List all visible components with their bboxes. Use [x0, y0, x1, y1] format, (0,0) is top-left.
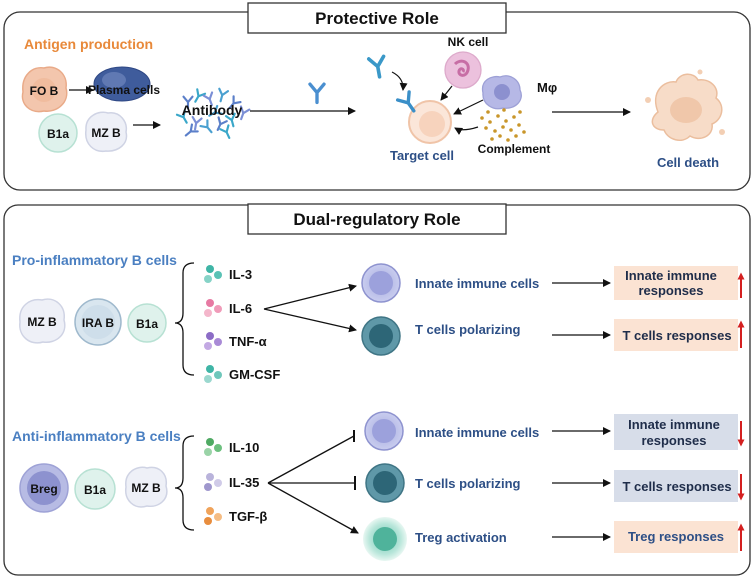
- anti-innate-cell: [364, 411, 404, 451]
- pro-inflammatory-heading: Pro-inflammatory B cells: [12, 252, 177, 268]
- pro-to-innate-arrow: [263, 283, 357, 310]
- pro-target-1: T cells polarizing: [415, 322, 521, 337]
- pro-cytokine-2: TNF-α: [229, 334, 267, 349]
- mz-b-label-top: MZ B: [91, 126, 121, 140]
- pro-mz-b-cell: MZ B: [19, 298, 66, 344]
- anti-response-2-line-0: Treg responses: [628, 529, 724, 544]
- anti-cytokine-0: IL-10: [229, 440, 259, 455]
- pro-innate-cell: [361, 263, 401, 303]
- dying-cell: [645, 69, 725, 141]
- macrophage-cell: Mφ: [481, 75, 557, 110]
- fo-b-cell: FO B: [21, 66, 68, 113]
- target-cell: [408, 100, 452, 144]
- anti-response-treg-box: Treg responses: [614, 521, 738, 553]
- pro-cytokine-1: IL-6: [229, 301, 252, 316]
- pro-cell-label-2: B1a: [136, 317, 158, 331]
- antibody-icon: [308, 82, 326, 105]
- nk-cell-label: NK cell: [448, 35, 489, 49]
- target-cell-label: Target cell: [390, 148, 454, 163]
- plasma-cells-label: Plasma cells: [88, 83, 160, 97]
- anti-cell-label-1: B1a: [84, 483, 106, 497]
- anti-cytokine-1: IL-35: [229, 475, 259, 490]
- protective-title: Protective Role: [315, 9, 439, 28]
- bound-antibody-icon: [395, 90, 416, 113]
- pro-cell-label-1: IRA B: [82, 316, 115, 330]
- anti-treg-cell: [363, 517, 407, 561]
- antigen-production-label: Antigen production: [24, 36, 153, 52]
- anti-target-0: Innate immune cells: [415, 425, 539, 440]
- pro-target-0: Innate immune cells: [415, 276, 539, 291]
- dual-title: Dual-regulatory Role: [293, 210, 460, 229]
- pro-to-tcell-arrow: [263, 308, 357, 333]
- pro-cytokine-3: GM-CSF: [229, 367, 280, 382]
- pro-response-tcell-box: T cells responses: [614, 319, 738, 351]
- nk-arrow: [440, 85, 453, 101]
- complement-label: Complement: [478, 142, 551, 156]
- anti-response-0-line-0: Innate immune: [628, 417, 720, 432]
- antibody-cluster-icon: [175, 87, 251, 139]
- macrophage-label: Mφ: [537, 80, 557, 95]
- pro-response-0-line-0: Innate immune: [625, 268, 717, 283]
- anti-cell-label-0: Breg: [30, 482, 57, 496]
- mz-b-cell-top: MZ B: [85, 111, 128, 152]
- pro-tcell: [361, 316, 401, 356]
- anti-response-tcell-box: T cells responses: [614, 470, 738, 502]
- anti-to-treg-arrow: [267, 482, 359, 534]
- antibody-free-icon: [366, 54, 386, 79]
- anti-cell-label-2: MZ B: [131, 481, 161, 495]
- pro-ira-b-cell: IRA B: [74, 298, 122, 346]
- pro-brace: [174, 262, 195, 376]
- anti-inflammatory-heading: Anti-inflammatory B cells: [12, 428, 181, 444]
- pro-response-innate-box: Innate immune responses: [614, 266, 738, 300]
- anti-response-1-line-0: T cells responses: [622, 479, 731, 494]
- b1a-cell-top: B1a: [38, 113, 78, 153]
- cell-death-label: Cell death: [657, 155, 719, 170]
- pro-cytokine-icons: [204, 265, 222, 383]
- pro-b1a-cell: B1a: [127, 303, 167, 343]
- anti-cytokine-2: TGF-β: [229, 509, 267, 524]
- antibody-label: Antibody: [182, 102, 243, 118]
- nk-cell: NK cell: [444, 35, 489, 89]
- pro-response-0-line-1: responses: [638, 283, 703, 298]
- anti-target-2: Treg activation: [415, 530, 507, 545]
- macrophage-arrow: [453, 99, 484, 115]
- dual-regulatory-panel: Dual-regulatory Role Pro-inflammatory B …: [3, 203, 751, 576]
- complement-particles-icon: [480, 108, 526, 142]
- antibody-binding-arrow: [391, 71, 408, 91]
- pro-cytokine-0: IL-3: [229, 267, 252, 282]
- anti-target-1: T cells polarizing: [415, 476, 521, 491]
- fo-b-label: FO B: [30, 84, 59, 98]
- pro-cell-label-0: MZ B: [27, 315, 57, 329]
- anti-cytokine-icons: [204, 438, 222, 525]
- anti-breg-cell: Breg: [19, 463, 69, 513]
- anti-response-innate-box: Innate immune responses: [614, 414, 738, 450]
- anti-brace: [174, 435, 195, 531]
- anti-inhibit-innate-line: [267, 435, 355, 484]
- protective-panel: Protective Role Antigen production FO B …: [3, 2, 751, 191]
- plasma-cell: Plasma cells: [88, 66, 160, 102]
- pro-response-1-line-0: T cells responses: [622, 328, 731, 343]
- anti-tcell: [365, 463, 405, 503]
- anti-b1a-cell: B1a: [74, 468, 116, 510]
- anti-mz-b-cell: MZ B: [125, 466, 168, 508]
- b1a-label-top: B1a: [47, 127, 69, 141]
- complement-arrow: [454, 126, 479, 135]
- anti-response-0-line-1: responses: [641, 433, 706, 448]
